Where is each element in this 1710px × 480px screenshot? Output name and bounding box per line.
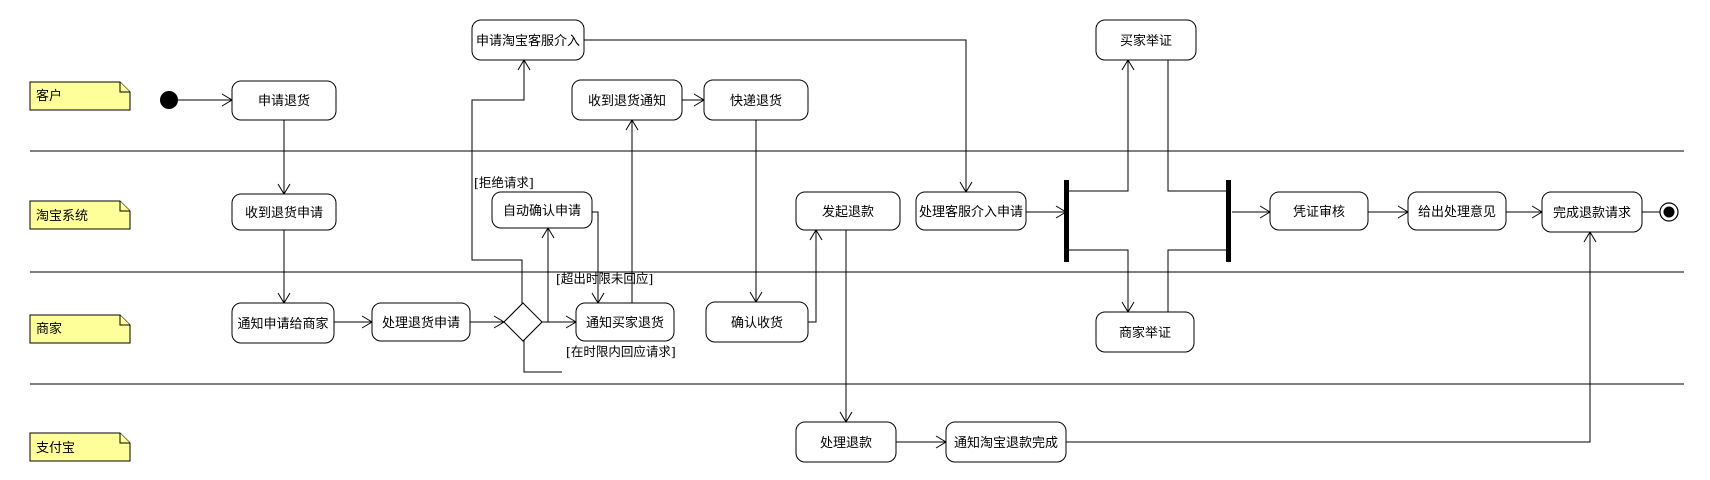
svg-text:通知申请给商家: 通知申请给商家: [237, 316, 328, 332]
svg-text:申请淘宝客服介入: 申请淘宝客服介入: [476, 33, 580, 49]
initial-node: [160, 91, 178, 109]
svg-text:快递退货: 快递退货: [730, 93, 782, 109]
svg-text:处理退款: 处理退款: [820, 436, 872, 451]
svg-text:通知淘宝退款完成: 通知淘宝退款完成: [954, 435, 1058, 451]
svg-text:通知买家退货: 通知买家退货: [586, 315, 664, 331]
svg-text:确认收货: 确认收货: [731, 315, 783, 331]
final-node: [1659, 202, 1679, 222]
activity-merchant-evidence: 商家举证: [1095, 311, 1195, 353]
svg-text:商家举证: 商家举证: [1119, 325, 1171, 341]
decision-node: [503, 302, 543, 342]
activity-confirm-receipt: 确认收货: [705, 301, 809, 343]
guard-in-time: [在时限内回应请求]: [566, 344, 676, 359]
svg-text:给出处理意见: 给出处理意见: [1418, 204, 1496, 220]
svg-text:客户: 客户: [36, 88, 62, 104]
activity-review-evidence: 凭证审核: [1269, 191, 1369, 231]
svg-text:收到退货申请: 收到退货申请: [245, 205, 323, 221]
guard-timeout: [超出时限未回应]: [556, 271, 653, 286]
join-bar: [1226, 180, 1231, 262]
svg-text:收到退货通知: 收到退货通知: [588, 93, 666, 109]
activity-start-refund: 发起退款: [795, 191, 901, 231]
activity-give-opinion: 给出处理意见: [1407, 191, 1507, 231]
activity-apply-return: 申请退货: [231, 80, 337, 121]
activity-request-cs: 申请淘宝客服介入: [471, 19, 585, 61]
activity-receive-apply: 收到退货申请: [231, 193, 337, 231]
lane-label-alipay: 支付宝: [29, 432, 131, 462]
activity-notify-done: 通知淘宝退款完成: [945, 421, 1067, 463]
activity-notify-buyer: 通知买家退货: [575, 302, 675, 342]
svg-text:发起退款: 发起退款: [822, 204, 874, 220]
activity-handle-apply: 处理退货申请: [371, 302, 471, 342]
activity-receive-notice: 收到退货通知: [571, 79, 683, 121]
lane-label-customer: 客户: [29, 81, 131, 111]
svg-text:处理客服介入申请: 处理客服介入申请: [919, 204, 1023, 220]
activity-handle-cs: 处理客服介入申请: [915, 191, 1027, 231]
guard-reject: [拒绝请求]: [474, 175, 534, 190]
svg-text:支付宝: 支付宝: [36, 441, 75, 456]
activity-auto-confirm: 自动确认申请: [491, 191, 593, 229]
svg-text:凭证审核: 凭证审核: [1293, 205, 1345, 220]
arrowheads: [221, 59, 1597, 449]
activity-ship-return: 快递退货: [703, 79, 809, 121]
activity-process-refund: 处理退款: [795, 421, 897, 463]
activity-notify-merchant: 通知申请给商家: [231, 302, 335, 344]
svg-text:完成退款请求: 完成退款请求: [1553, 206, 1631, 221]
activity-buyer-evidence: 买家举证: [1095, 19, 1197, 61]
svg-text:买家举证: 买家举证: [1120, 33, 1172, 49]
activity-finish-refund: 完成退款请求: [1541, 191, 1643, 233]
svg-text:申请退货: 申请退货: [258, 93, 310, 109]
svg-text:处理退货申请: 处理退货申请: [382, 315, 460, 331]
svg-text:自动确认申请: 自动确认申请: [503, 204, 581, 219]
fork-bar: [1064, 180, 1069, 262]
lane-label-merchant: 商家: [29, 314, 131, 344]
svg-text:淘宝系统: 淘宝系统: [36, 209, 88, 224]
edges: [178, 39, 1660, 443]
svg-text:商家: 商家: [36, 321, 62, 337]
lane-label-taobao: 淘宝系统: [29, 200, 131, 230]
